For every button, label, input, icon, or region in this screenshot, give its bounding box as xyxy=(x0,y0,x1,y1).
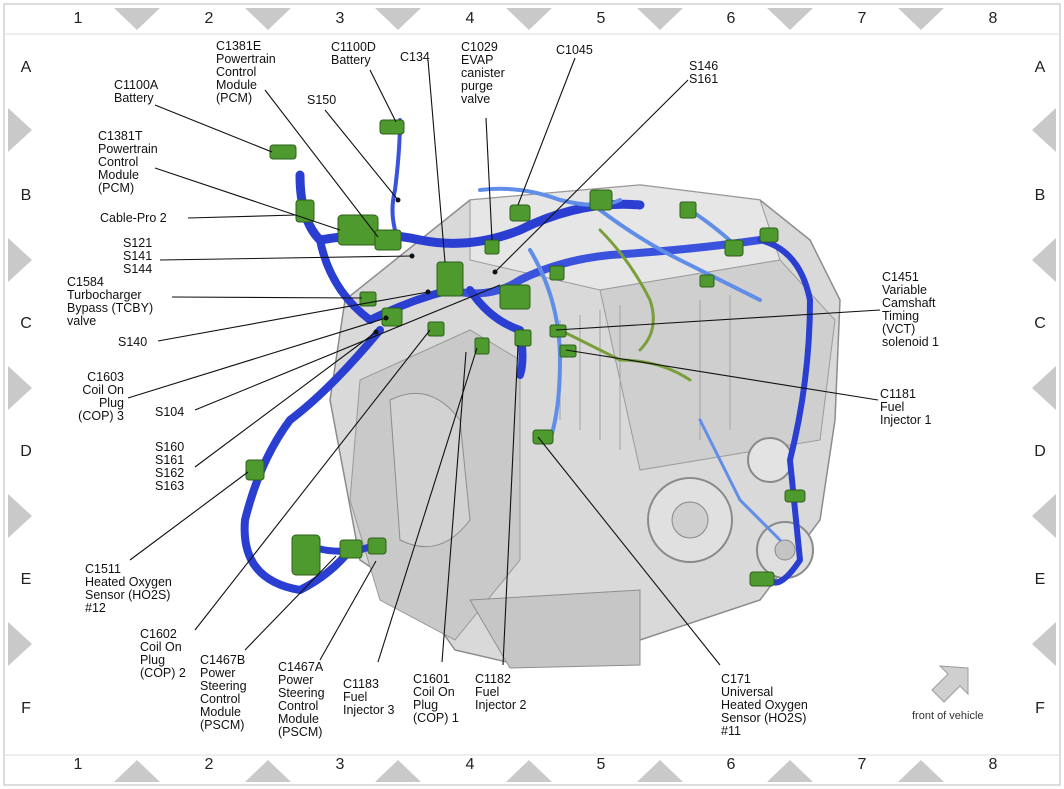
connector-c1181 xyxy=(559,344,577,358)
col-label-bottom-3: 3 xyxy=(335,756,345,773)
row-label-left-d: D xyxy=(20,443,32,460)
connector-c1467a-a xyxy=(339,539,363,559)
front-of-vehicle-label: front of vehicle xyxy=(912,710,984,722)
top-grid-markers xyxy=(114,8,944,30)
connector-c1100d xyxy=(379,119,405,135)
leader-lines xyxy=(127,57,881,666)
connector-mid-2 xyxy=(699,274,715,288)
col-label-bottom-7: 7 xyxy=(857,756,867,773)
callout-c1451: C1451 Variable Camshaft Timing (VCT) sol… xyxy=(882,270,939,349)
callout-s150: S150 xyxy=(307,93,337,107)
left-grid-markers xyxy=(8,108,32,666)
connector-c1451 xyxy=(549,324,567,338)
col-label-top-4: 4 xyxy=(465,10,475,27)
connector-c1467b xyxy=(291,534,321,576)
connector-c1100a xyxy=(269,144,297,160)
row-label-left-e: E xyxy=(20,571,32,588)
callout-s121-s141-s144: S121 S141 S144 xyxy=(123,236,153,276)
connector-mid-1 xyxy=(549,265,565,281)
bottom-grid-markers xyxy=(114,760,944,782)
callout-c1467b: C1467B Power Steering Control Module (PS… xyxy=(200,653,247,732)
connector-right-1 xyxy=(784,489,806,503)
tensioner-pulley xyxy=(747,437,793,483)
connector-c1045 xyxy=(509,204,531,222)
col-label-bottom-5: 5 xyxy=(596,756,606,773)
row-label-left-a: A xyxy=(20,59,32,76)
callout-c1183: C1183 Fuel Injector 3 xyxy=(343,677,395,717)
callout-s160-s161-s162-s163: S160 S161 S162 S163 xyxy=(155,440,185,493)
col-label-bottom-2: 2 xyxy=(204,756,214,773)
connector-c1511 xyxy=(245,459,265,481)
connectors xyxy=(245,119,806,587)
callout-c1584: C1584 Turbocharger Bypass (TCBY) valve xyxy=(67,275,154,328)
col-label-top-8: 8 xyxy=(988,10,998,27)
connector-right-2 xyxy=(749,571,775,587)
connector-top-4 xyxy=(759,227,779,243)
connector-c1602 xyxy=(427,321,445,337)
connector-top-3 xyxy=(724,239,744,257)
callout-c1601: C1601 Coil On Plug (COP) 1 xyxy=(413,672,459,725)
row-label-left-f: F xyxy=(21,700,31,717)
leader-dots xyxy=(373,197,498,335)
connector-top-2 xyxy=(679,201,697,219)
connector-s140 xyxy=(381,307,403,327)
connector-c1182 xyxy=(514,329,532,347)
col-label-bottom-6: 6 xyxy=(726,756,736,773)
connector-c171 xyxy=(532,429,554,445)
callout-cable-pro-2: Cable-Pro 2 xyxy=(100,211,167,225)
col-label-top-1: 1 xyxy=(73,10,83,27)
row-label-right-a: A xyxy=(1034,59,1046,76)
wiring-harness xyxy=(240,118,813,594)
row-label-right-b: B xyxy=(1034,187,1046,204)
row-label-right-f: F xyxy=(1035,700,1045,717)
callout-c1182: C1182 Fuel Injector 2 xyxy=(475,672,527,712)
callout-s104: S104 xyxy=(155,405,185,419)
col-label-top-6: 6 xyxy=(726,10,736,27)
connector-c1467a-b xyxy=(367,537,387,555)
connector-c134 xyxy=(436,261,464,297)
row-label-left-c: C xyxy=(20,315,32,332)
connector-top-1 xyxy=(589,189,613,211)
col-label-top-2: 2 xyxy=(204,10,214,27)
front-of-vehicle-arrow-icon xyxy=(931,665,969,703)
right-grid-markers xyxy=(1032,108,1056,666)
row-label-right-e: E xyxy=(1034,571,1046,588)
col-label-bottom-4: 4 xyxy=(465,756,475,773)
col-label-bottom-8: 8 xyxy=(988,756,998,773)
engine-block xyxy=(329,184,841,669)
callout-c1181: C1181 Fuel Injector 1 xyxy=(880,387,932,427)
callout-c171: C171 Universal Heated Oxygen Sensor (HO2… xyxy=(721,672,808,738)
col-label-top-5: 5 xyxy=(596,10,606,27)
connector-c1603 xyxy=(499,284,531,310)
col-label-bottom-1: 1 xyxy=(73,756,83,773)
row-label-right-d: D xyxy=(1034,443,1046,460)
callout-c1100d: C1100D Battery xyxy=(331,40,376,67)
col-label-top-3: 3 xyxy=(335,10,345,27)
callout-c1100a: C1100A Battery xyxy=(114,78,159,105)
callout-c134: C134 xyxy=(400,50,430,64)
col-label-top-7: 7 xyxy=(857,10,867,27)
callout-c1381e: C1381E Powertrain Control Module (PCM) xyxy=(216,39,276,105)
callout-c1467a: C1467A Power Steering Control Module (PS… xyxy=(278,660,325,739)
connector-c1381e xyxy=(374,229,402,251)
callout-c1603: C1603 Coil On Plug (COP) 3 xyxy=(78,370,124,423)
connector-c1183 xyxy=(474,337,490,355)
diagram-border xyxy=(3,3,1061,786)
row-label-right-c: C xyxy=(1034,315,1046,332)
callout-s140: S140 xyxy=(118,335,148,349)
callout-c1511: C1511 Heated Oxygen Sensor (HO2S) #12 xyxy=(85,562,172,615)
callout-c1029: C1029 EVAP canister purge valve xyxy=(461,40,505,106)
row-label-left-b: B xyxy=(20,187,32,204)
connector-c1029 xyxy=(484,239,500,255)
callout-c1045: C1045 xyxy=(556,43,593,57)
callout-s146-s161: S146 S161 xyxy=(689,59,719,86)
callout-c1602: C1602 Coil On Plug (COP) 2 xyxy=(140,627,186,680)
callout-c1381t: C1381T Powertrain Control Module (PCM) xyxy=(98,129,158,195)
